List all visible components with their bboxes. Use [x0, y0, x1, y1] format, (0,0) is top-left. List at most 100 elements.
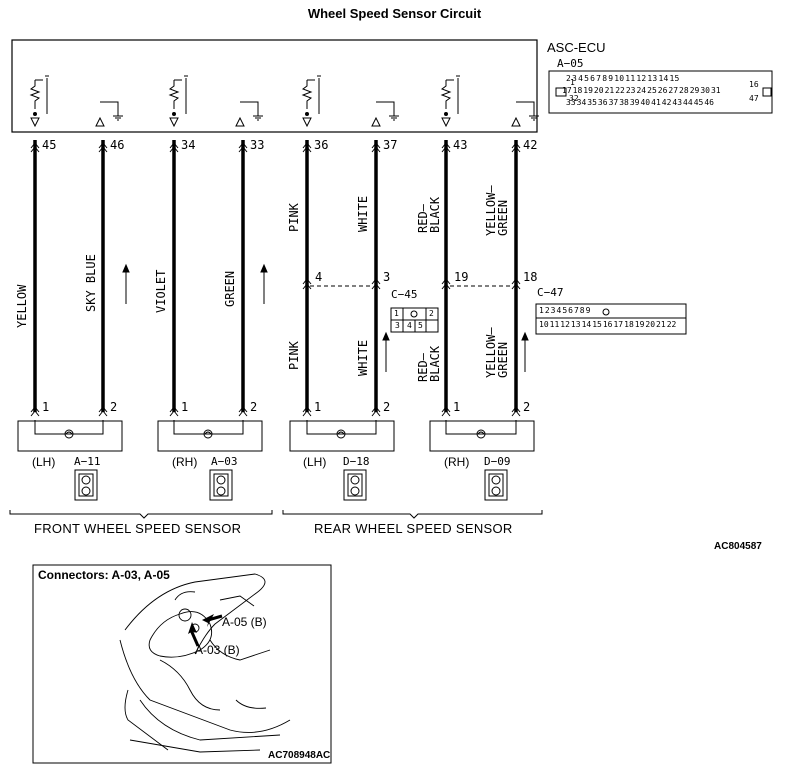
c47-pin: 19 [634, 320, 645, 329]
ecu-pins-mid-row: 171819202122232425262728293031 [562, 86, 722, 95]
ecu-pin: 45 [693, 98, 704, 107]
c47-pin: 10 [539, 320, 549, 329]
c47-pin: 16 [602, 320, 613, 329]
sensor-pin-label: 2 [250, 400, 258, 414]
connector-c45-shape [390, 307, 439, 333]
sensor-side-label: (RH) [444, 455, 470, 469]
wire-label-red-black-upper: RED— BLACK [416, 196, 442, 233]
c47-pin: 17 [613, 320, 624, 329]
sensor-pin-label: 1 [453, 400, 461, 414]
connector-icons [74, 469, 508, 501]
ground-symbol-42 [511, 101, 539, 127]
c47-pin: 11 [549, 320, 560, 329]
sensor-pin-label: 2 [523, 400, 531, 414]
pullup-symbol-45 [29, 75, 49, 128]
ecu-pin-label: 36 [314, 138, 329, 152]
c45-pin: 1 [394, 309, 399, 318]
ecu-pin: 2 [566, 74, 572, 83]
sensor-pin-label: 2 [110, 400, 118, 414]
ecu-pin: 8 [602, 74, 608, 83]
sensor-connector-code: A−11 [74, 455, 101, 468]
ecu-pin: 44 [683, 98, 693, 107]
wire-label-green: GREEN [223, 270, 237, 307]
ecu-pin: 43 [672, 98, 683, 107]
ecu-pin: 30 [700, 86, 710, 95]
connector-c45-name: C−45 [391, 288, 418, 301]
ecu-pin: 27 [668, 86, 679, 95]
sensor-pin-label: 2 [383, 400, 391, 414]
c47-pin: 13 [570, 320, 581, 329]
connector-icon-d18 [343, 469, 367, 501]
ecu-pin: 6 [590, 74, 596, 83]
junction-chevrons [302, 278, 521, 290]
figure-code: AC804587 [714, 541, 762, 552]
bottom-chevrons [30, 406, 521, 417]
pullup-symbol-34 [168, 75, 188, 128]
ecu-pin: 31 [710, 86, 721, 95]
ecu-pin: 25 [647, 86, 657, 95]
wires [33, 140, 518, 412]
sensor-side-label: (LH) [32, 455, 56, 469]
c45-pin: 3 [395, 321, 400, 330]
ecu-pins-top-row: 23456789101112131415 [566, 74, 681, 83]
sensor-connector-code: D−18 [343, 455, 370, 468]
ecu-pin: 28 [679, 86, 689, 95]
sensor-boxes [17, 420, 535, 452]
wire-label-red-black-lower: RED— BLACK [416, 345, 442, 382]
sensor-pin-label: 1 [314, 400, 322, 414]
ecu-pin-label: 34 [181, 138, 196, 152]
ecu-pin: 39 [629, 98, 640, 107]
wire-label-pink-upper: PINK [287, 203, 301, 232]
ecu-pin-label: 37 [383, 138, 398, 152]
c47-pin: 21 [656, 320, 666, 329]
c47-pin: 3 [550, 306, 556, 315]
ecu-pin: 17 [562, 86, 572, 95]
section-label-rear: REAR WHEEL SPEED SENSOR [314, 521, 513, 536]
ecu-pin: 20 [593, 86, 604, 95]
sensor-pin-label: 1 [181, 400, 189, 414]
ecu-connector-code: A−05 [557, 57, 584, 70]
connector-c47-name: C−47 [537, 286, 564, 299]
c47-pin: 2 [544, 306, 550, 315]
ground-symbol-37 [371, 101, 399, 127]
ecu-pin-16: 16 [749, 80, 759, 89]
engine-bay-drawing [119, 573, 291, 753]
ecu-pin: 11 [625, 74, 636, 83]
ecu-pin-32: 32 [569, 94, 579, 103]
ecu-pin: 5 [584, 74, 590, 83]
pullup-symbol-43 [440, 75, 460, 128]
ecu-pin: 13 [647, 74, 658, 83]
ecu-pin-label: 46 [110, 138, 125, 152]
junction-pin-label: 18 [523, 270, 538, 284]
c47-pins-row1: 123456789 [539, 306, 591, 315]
sensor-side-label: (LH) [303, 455, 327, 469]
inset-title: Connectors: A-03, A-05 [38, 568, 170, 582]
ecu-pin: 35 [587, 98, 597, 107]
junction-pin-label: 4 [315, 270, 323, 284]
wire-label-yellow: YELLOW [15, 284, 29, 328]
ecu-pin: 33 [566, 98, 576, 107]
sensor-box-front-lh [17, 420, 123, 452]
inset-label-a05: A-05 (B) [222, 615, 267, 629]
c47-pin: 12 [560, 320, 570, 329]
inset-label-a03: A-03 (B) [195, 643, 240, 657]
sensor-connector-code: A−03 [211, 455, 238, 468]
c47-pin: 1 [539, 306, 544, 315]
ecu-pins-bot-row: 3334353637383940414243444546 [566, 98, 715, 107]
c45-pin: 5 [418, 321, 423, 330]
c47-pin: 20 [645, 320, 656, 329]
ecu-pin: 24 [636, 86, 647, 95]
ecu-pin: 10 [614, 74, 625, 83]
ecu-pin-label: 45 [42, 138, 57, 152]
direction-arrows [122, 263, 529, 372]
ecu-internal-symbols [29, 75, 539, 128]
ecu-pin: 19 [583, 86, 593, 95]
ecu-pin: 22 [615, 86, 625, 95]
ecu-pin: 36 [597, 98, 608, 107]
connector-icon-a03 [209, 469, 233, 501]
ecu-pin: 42 [661, 98, 672, 107]
c47-pin: 15 [592, 320, 602, 329]
ecu-connector-pins: 23456789101112131415 1718192021222324252… [562, 74, 766, 114]
wire-label-white-upper: WHITE [356, 195, 370, 232]
